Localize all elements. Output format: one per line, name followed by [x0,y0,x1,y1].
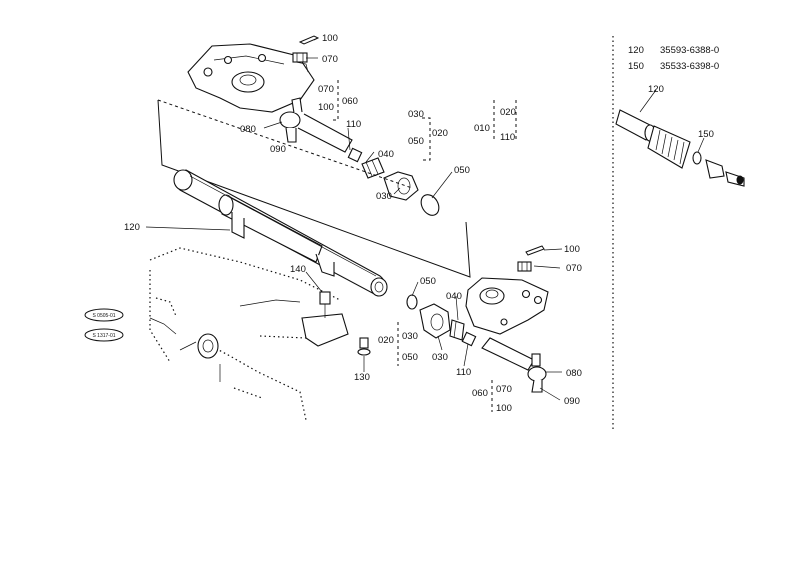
part-number-legend: 120 35593-6388-0 150 35533-6398-0 [628,45,719,72]
label-070: 070 [322,54,338,65]
label-040: 040 [378,149,394,160]
label-070: 070 [496,384,512,395]
ball-joint-upper [383,171,419,201]
stamp-oval-1: S 0505-01 [84,308,124,322]
label-050: 050 [402,352,418,363]
legend-part-120: 35593-6388-0 [660,45,719,56]
inset-label-150: 150 [698,129,714,140]
label-080: 080 [566,368,582,379]
castle-nut-upper [292,52,308,63]
label-090: 090 [564,396,580,407]
tractor-frame [149,247,341,421]
label-030: 030 [376,191,392,202]
label-120: 120 [124,222,140,233]
tie-rod-cylinder [173,169,388,297]
label-110: 110 [500,132,515,143]
label-080: 080 [240,124,256,135]
label-050: 050 [420,276,436,287]
dust-seal-upper [420,194,440,216]
label-090: 090 [270,144,286,155]
cylinder-bracket [301,291,349,347]
label-020: 020 [378,335,394,346]
label-060: 060 [342,96,358,107]
knuckle-arm-lower [465,277,549,335]
lock-nut-upper [347,147,363,163]
label-140: 140 [290,264,306,275]
inset-tie-rod [615,109,745,187]
label-010: 010 [474,123,490,134]
stamp-text-2: S 1317-01 [92,333,115,339]
label-040: 040 [446,291,462,302]
legend-ref-120: 120 [628,45,644,56]
label-070: 070 [318,84,334,95]
callout-brackets [332,80,517,412]
lock-nut-lower [461,331,477,347]
leader-lines [145,37,705,401]
label-100: 100 [564,244,580,255]
label-110: 110 [456,367,471,378]
label-130: 130 [354,372,370,383]
adjuster-upper [361,157,385,179]
knuckle-arm-upper [187,43,315,113]
dust-seal-lower [406,294,418,310]
label-020: 020 [500,107,516,118]
label-050: 050 [408,136,424,147]
tie-rod-end-lower [481,337,547,393]
stamp-text-1: S 0505-01 [92,313,115,319]
label-030: 030 [432,352,448,363]
label-100: 100 [496,403,512,414]
inset-label-120: 120 [648,84,664,95]
label-050: 050 [454,165,470,176]
adjuster-lower [449,319,465,341]
stamp-oval-2: S 1317-01 [84,328,124,342]
cotter-pin-lower [525,245,545,256]
label-020: 020 [432,128,448,139]
castle-nut-lower [517,261,532,272]
part-labels: 100 070 070 100 060 080 090 110 030 020 … [124,33,714,414]
ball-joint-lower [419,303,451,339]
bolt-130 [357,337,371,356]
label-030: 030 [402,331,418,342]
cotter-pin-upper [298,35,320,45]
legend-ref-150: 150 [628,61,644,72]
label-060: 060 [472,388,488,399]
label-070: 070 [566,263,582,274]
tie-rod-end-upper [279,97,353,153]
label-110: 110 [346,119,361,130]
label-100: 100 [318,102,334,113]
label-030: 030 [408,109,424,120]
legend-part-150: 35533-6398-0 [660,61,719,72]
label-100: 100 [322,33,338,44]
